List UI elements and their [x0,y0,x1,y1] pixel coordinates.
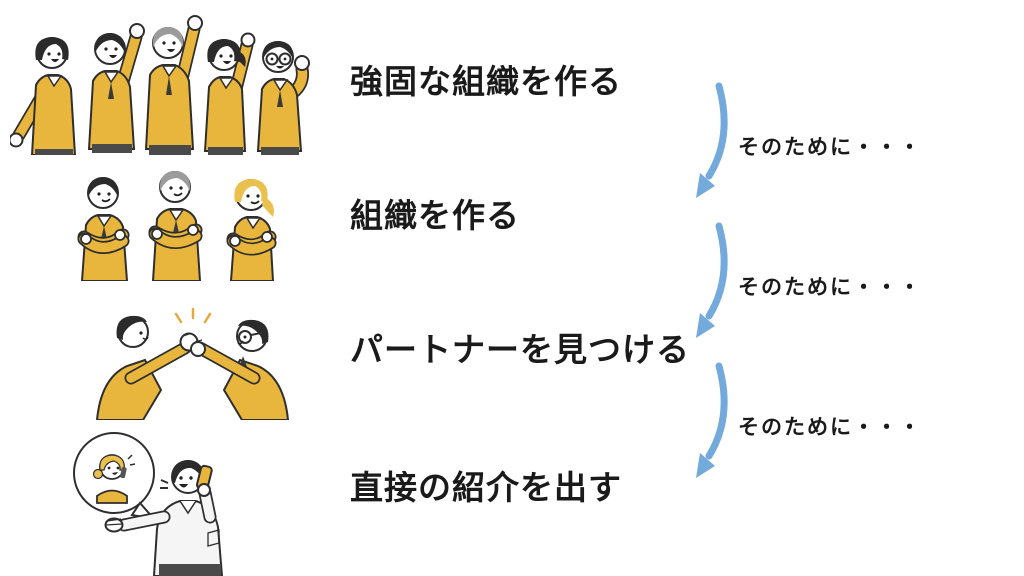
clasped-hands [179,332,206,357]
person-crossed-2 [148,171,203,281]
curved-down-arrow-icon-3 [688,362,736,484]
person-cheering-4 [203,32,256,155]
sparkle-icon [174,307,212,324]
team-cheering-graphic [10,15,310,155]
connector-label-3: そのために・・・ [738,416,922,439]
illustration-phone-referral [62,423,257,576]
partner-right [193,319,290,420]
person-cheering-5 [256,41,310,155]
step-title-2: 組織を作る [350,197,520,234]
curved-down-arrow-icon-2 [688,222,736,344]
illustration-partners-handclasp [85,292,300,420]
man-on-phone [104,460,224,576]
arms-crossed-graphic [77,171,277,281]
step-title-4: 直接の紹介を出す [350,469,622,506]
connector-label-1: そのために・・・ [738,136,922,159]
person-crossed-1 [77,177,130,281]
speech-bubble [73,432,157,521]
partner-left [95,315,192,420]
curved-down-arrow-icon-1 [688,82,736,204]
step-title-3: パートナーを見つける [350,331,690,368]
mini-woman-on-phone [92,454,136,504]
illustration-team-arms-crossed [55,163,295,281]
phone-referral-graphic [73,432,224,576]
connector-label-2: そのために・・・ [738,276,922,299]
person-cheering-2 [87,23,145,153]
step-title-1: 強固な組織を作る [350,63,622,100]
person-cheering-1 [10,37,77,155]
person-cheering-3 [144,15,203,155]
handclasp-graphic [95,307,290,420]
illustration-team-cheering [10,5,310,155]
person-crossed-3 [226,179,277,281]
